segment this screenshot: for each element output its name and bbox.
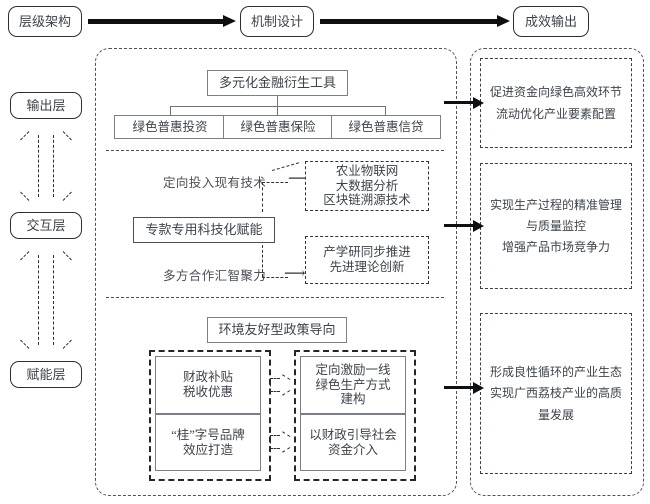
result-incentive-line-1: 定向激励一线	[315, 362, 391, 377]
interaction-target-tech[interactable]: 农业物联网 大数据分析 区块链溯源技术	[305, 161, 429, 211]
outcome-1-line-1: 促进资金向绿色高效环节	[489, 85, 622, 100]
outcome-2-line-1: 实现生产过程的精准管理	[489, 197, 622, 212]
layer-item-empower[interactable]: 赋能层	[10, 361, 82, 388]
right-arrow-icon-outcome-2	[444, 219, 484, 232]
outcome-3-line-3: 量发展	[537, 407, 574, 422]
interaction-label-bottom: 多方合作汇智聚力	[163, 269, 267, 283]
empower-result-incentive[interactable]: 定向激励一线 绿色生产方式 建构	[300, 356, 406, 414]
target-research-line-1: 产学研同步推进	[323, 245, 411, 260]
target-research-line-2: 先进理论创新	[329, 260, 405, 274]
target-tech-line-2: 大数据分析	[335, 178, 399, 193]
outcome-box-3[interactable]: 形成良性循环的产业生态 实现广西荔枝产业的高质 量发展	[480, 313, 632, 474]
right-arrow-icon-flow-2	[320, 15, 510, 27]
outcome-box-2[interactable]: 实现生产过程的精准管理 与质量监控 增强产品市场竞争力	[480, 163, 632, 289]
target-tech-line-3: 区块链溯源技术	[323, 193, 411, 208]
target-tech-line-1: 农业物联网	[335, 163, 399, 178]
layer-item-interaction[interactable]: 交互层	[10, 212, 82, 239]
outcome-2-line-3: 增强产品市场竞争力	[501, 240, 610, 255]
policy-subsidy-line-1: 财政补贴	[182, 370, 233, 385]
outcome-2-line-2: 与质量监控	[525, 218, 586, 233]
interaction-label-top: 定向投入现有技术	[163, 176, 267, 190]
flow-step-mechanism[interactable]: 机制设计	[240, 6, 314, 37]
result-incentive-line-3: 建构	[340, 392, 366, 407]
outcome-1-line-2: 流动优化产业要素配置	[495, 106, 616, 121]
result-capital-line-2: 资金介入	[327, 442, 378, 457]
layer-item-output[interactable]: 输出层	[10, 92, 82, 119]
tree-connector-left	[170, 106, 172, 116]
outcome-panel-container	[470, 48, 644, 496]
double-headed-dashed-arrow-icon-1	[20, 124, 72, 208]
empower-left-group	[149, 350, 271, 481]
empower-header-box[interactable]: 环境友好型政策导向	[207, 317, 347, 343]
flow-step-output[interactable]: 成效输出	[513, 6, 589, 37]
empower-policy-brand[interactable]: “桂”字号品牌 效应打造	[155, 414, 261, 471]
tree-connector-trunk	[277, 96, 279, 107]
dashed-arrow-icon-empower-2	[268, 431, 291, 453]
double-headed-dashed-arrow-icon-2	[20, 244, 72, 356]
financial-tools-parent[interactable]: 多元化金融衍生工具	[207, 70, 348, 96]
interaction-core-box[interactable]: 专款专用科技化赋能	[133, 217, 275, 243]
result-incentive-line-2: 绿色生产方式	[315, 377, 391, 392]
right-arrow-icon-flow-1	[88, 15, 236, 27]
dashed-arrow-icon-empower-1	[268, 374, 291, 396]
financial-tool-credit[interactable]: 绿色普惠信贷	[331, 115, 441, 139]
empower-result-capital[interactable]: 以财政引导社会 资金介入	[300, 414, 406, 471]
financial-tool-insurance[interactable]: 绿色普惠保险	[223, 115, 333, 139]
policy-subsidy-line-2: 税收优惠	[182, 385, 233, 399]
flow-step-hierarchy[interactable]: 层级架构	[8, 6, 82, 37]
outcome-box-1[interactable]: 促进资金向绿色高效环节 流动优化产业要素配置	[480, 58, 632, 148]
dashed-arrow-icon-research: ⟶	[258, 245, 308, 287]
policy-brand-line-1: “桂”字号品牌	[171, 427, 245, 442]
mechanism-panel-container	[95, 48, 457, 496]
outcome-3-line-1: 形成良性循环的产业生态	[489, 365, 622, 380]
right-arrow-icon-outcome-3	[444, 381, 484, 394]
outcome-3-line-2: 实现广西荔枝产业的高质	[489, 386, 622, 401]
tree-connector-middle	[277, 106, 279, 116]
result-capital-line-1: 以财政引导社会	[309, 427, 397, 442]
policy-brand-line-2: 效应打造	[182, 442, 233, 457]
right-arrow-icon-outcome-1	[444, 96, 484, 109]
panel-separator-2	[106, 297, 444, 298]
panel-separator-1	[106, 150, 444, 151]
interaction-target-research[interactable]: 产学研同步推进 先进理论创新	[305, 236, 429, 284]
financial-tool-investment[interactable]: 绿色普惠投资	[114, 115, 226, 139]
dashed-arrow-icon-tech: ⟶	[258, 162, 310, 212]
empower-policy-subsidy[interactable]: 财政补贴 税收优惠	[155, 356, 261, 414]
tree-connector-right	[385, 106, 387, 116]
empower-right-group	[294, 350, 416, 481]
